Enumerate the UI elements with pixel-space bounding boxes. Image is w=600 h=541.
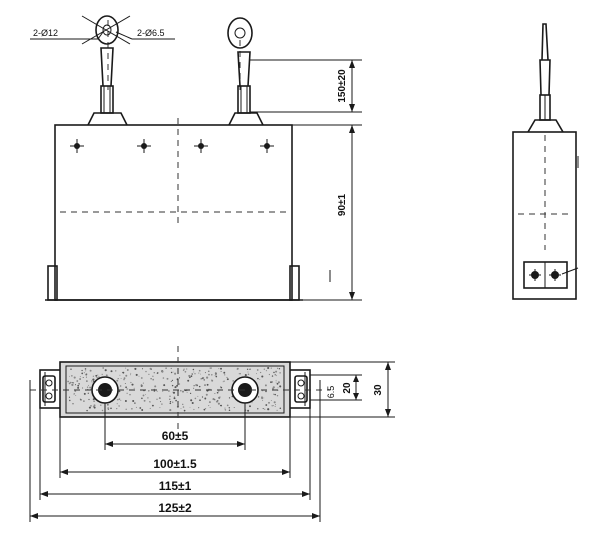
capacitor-body-side (512, 131, 577, 300)
dim-body-height: 90±1 (337, 193, 348, 216)
dim-overall-width: 125±2 (158, 501, 192, 515)
speckle-texture (67, 366, 282, 412)
terminal-right (227, 17, 264, 126)
dim-lead-length: 150±20 (337, 69, 348, 103)
hole-label-large: 2-Ø12 (33, 28, 58, 38)
side-view (512, 23, 579, 300)
terminal-left (81, 15, 131, 126)
mount-hole-marks (70, 139, 274, 153)
dim-mount-width: 115±1 (159, 479, 192, 493)
mount-foot-right (289, 265, 300, 301)
bottom-terminal-left (91, 376, 119, 404)
hole-label-small: 2-Ø6.5 (137, 28, 165, 38)
slot-label: 6.5 (326, 386, 336, 399)
dim-hole-spacing: 60±5 (162, 429, 189, 443)
dim-width-outer: 30 (373, 384, 384, 396)
mount-foot-left (47, 265, 58, 301)
bottom-view: 6.5 20 30 60±5 100±1.5 115±1 (29, 346, 395, 522)
dim-width-inner: 20 (342, 382, 353, 394)
front-view: 2-Ø12 2-Ø6.5 150±20 90±1 (30, 15, 362, 301)
dim-inner-width: 100±1.5 (153, 457, 197, 471)
